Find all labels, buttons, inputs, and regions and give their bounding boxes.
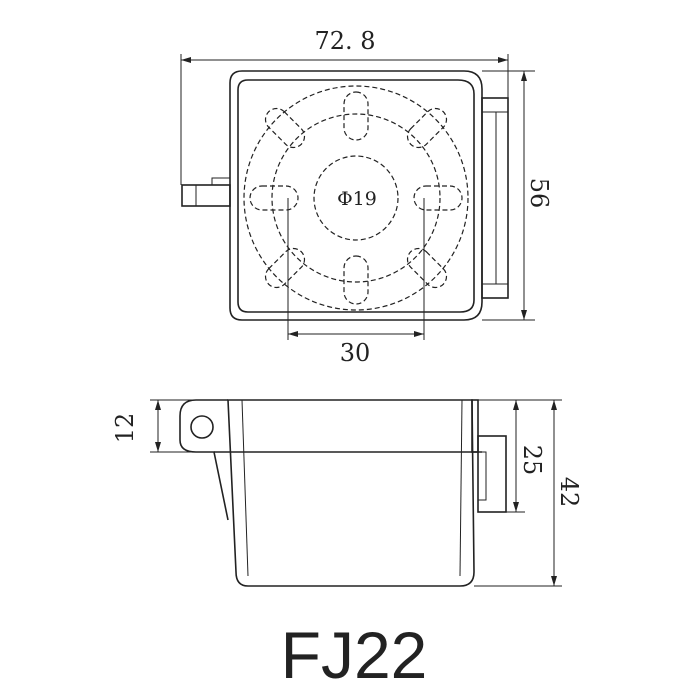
body-height-label: 25 xyxy=(518,445,546,476)
slot-top-left xyxy=(264,107,306,149)
top-view-outer-outline xyxy=(229,70,483,321)
outer-dashed-circle xyxy=(243,85,469,311)
top-view-right-connector xyxy=(481,97,509,299)
body-height-dimension: 25 xyxy=(478,399,546,513)
height-dimension-label: 56 xyxy=(525,178,553,209)
side-view: 12 25 42 xyxy=(111,399,583,587)
center-hole-circle xyxy=(313,155,399,241)
top-view-left-tab xyxy=(181,177,231,207)
total-height-label: 42 xyxy=(555,477,583,508)
top-view-inner-outline xyxy=(237,79,475,313)
hole-spacing-label: 30 xyxy=(340,339,371,367)
center-hole-label: Φ19 xyxy=(337,188,377,210)
slot-top xyxy=(343,91,369,141)
slot-top-right xyxy=(406,107,448,149)
top-view: 72. 8 56 30 Φ19 xyxy=(180,27,553,367)
slot-left xyxy=(249,185,299,211)
slot-bottom-left xyxy=(264,247,306,289)
mounting-slots xyxy=(249,91,463,305)
slot-right xyxy=(413,185,463,211)
flange-height-dimension: 12 xyxy=(111,399,228,453)
side-view-left-ear xyxy=(179,399,229,521)
width-dimension-label: 72. 8 xyxy=(314,27,375,55)
total-height-dimension: 42 xyxy=(474,399,583,587)
width-dimension: 72. 8 xyxy=(180,27,509,185)
hole-spacing-dimension: 30 xyxy=(287,198,425,367)
side-view-body-outline xyxy=(227,399,475,587)
flange-height-label: 12 xyxy=(111,413,139,444)
height-dimension: 56 xyxy=(482,70,553,321)
ear-hole xyxy=(190,415,214,439)
slot-bottom xyxy=(343,255,369,305)
middle-dashed-circle xyxy=(271,113,441,283)
slot-bottom-right xyxy=(406,247,448,289)
model-title: FJ22 xyxy=(281,618,428,692)
side-view-right-connector xyxy=(471,399,507,513)
